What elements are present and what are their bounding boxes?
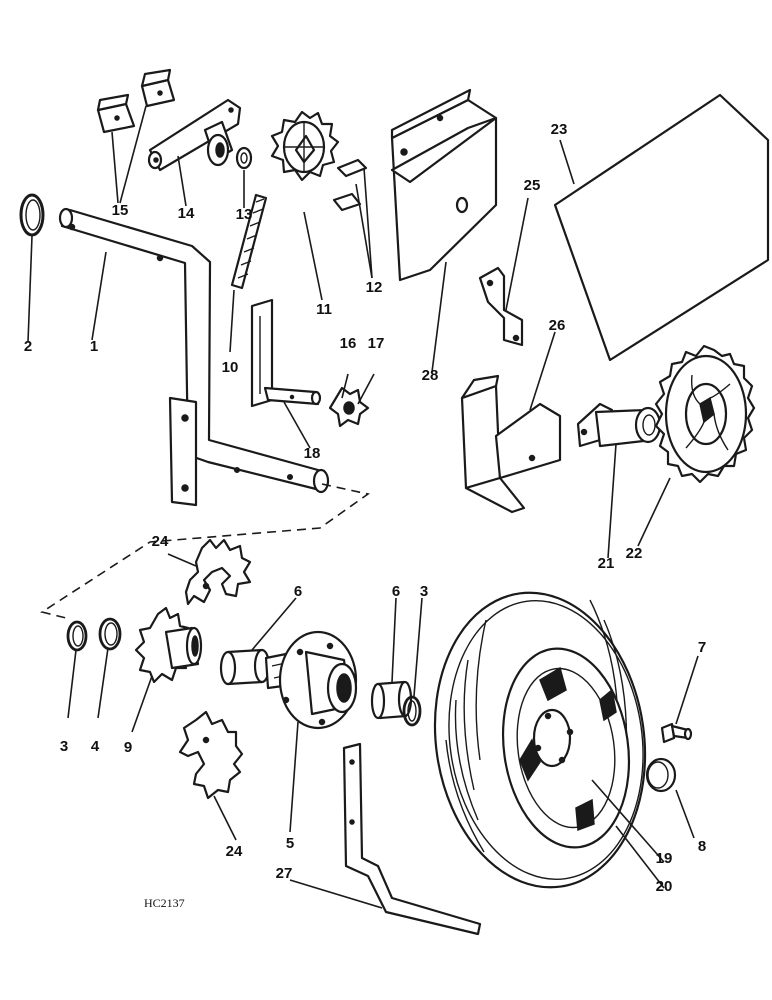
part-24-sprocket-segment-upper [184,538,252,606]
callout-7: 7 [698,639,706,656]
callout-16: 16 [340,335,357,352]
callout-19: 19 [656,850,673,867]
assembly-guide-lines [40,483,370,619]
part-7-bolt [660,722,693,744]
part-8-hub-cap [645,757,677,793]
part-25-bracket [478,266,524,347]
callout-23: 23 [551,121,568,138]
callout-26: 26 [549,317,566,334]
part-18-stub-shaft [250,298,322,408]
callout-21: 21 [598,555,615,572]
callout-10: 10 [222,359,239,376]
part-2-snap-ring [19,193,45,237]
part-4-washer [98,617,122,651]
callout-8: 8 [698,838,706,855]
part-14-idler-bracket [147,98,242,172]
callout-6: 6 [294,583,302,600]
callout-5: 5 [286,835,294,852]
part-21-flanged-sleeve [576,402,662,448]
part-3-snap-ring-right [402,695,422,727]
callout-3: 3 [60,738,68,755]
callout-9: 9 [124,739,132,756]
part-27-scraper [342,742,482,936]
callout-4: 4 [91,738,100,755]
callout-20: 20 [656,878,673,895]
callout-12: 12 [366,279,383,296]
part-28-chain-guard [390,88,498,282]
callout-25: 25 [524,177,541,194]
callout-22: 22 [626,545,643,562]
callout-2: 2 [24,338,32,355]
callout-15: 15 [112,202,129,219]
diagram-reference-code: HC2137 [144,896,185,910]
part-22-large-sprocket [654,344,756,484]
callout-1: 1 [90,338,98,355]
part-1-axle-arm [58,207,330,507]
part-5-hub [264,630,358,730]
part-10-chain [230,193,268,290]
part-15-blocks [96,68,176,134]
callout-14: 14 [178,205,195,222]
part-24-sprocket-segment-lower [178,710,244,800]
callout-3: 3 [420,583,428,600]
part-6-bushing-left [219,648,271,686]
part-6-bushing-right [370,680,413,720]
callout-24: 24 [226,843,243,860]
callout-6: 6 [392,583,400,600]
callout-labels: 1 2 15 14 13 10 11 12 16 17 18 28 25 26 … [24,121,706,895]
callout-18: 18 [304,445,321,462]
callout-27: 27 [276,865,293,882]
part-19-wheel-rim [501,647,631,849]
part-16-17-star-knob [328,386,370,428]
part-13-washer [235,146,253,170]
callout-11: 11 [316,301,332,318]
callout-24: 24 [152,533,169,550]
leader-lines [27,105,699,909]
part-9-hub-sprocket [134,606,203,684]
part-23-shield [553,93,770,362]
callout-13: 13 [236,206,253,223]
callout-28: 28 [422,367,439,384]
part-26-angle-bracket [460,374,562,514]
part-3-snap-ring-left [66,620,88,652]
part-12-chain-clips [332,158,368,212]
callout-17: 17 [368,335,385,352]
part-11-sprocket [270,110,340,182]
